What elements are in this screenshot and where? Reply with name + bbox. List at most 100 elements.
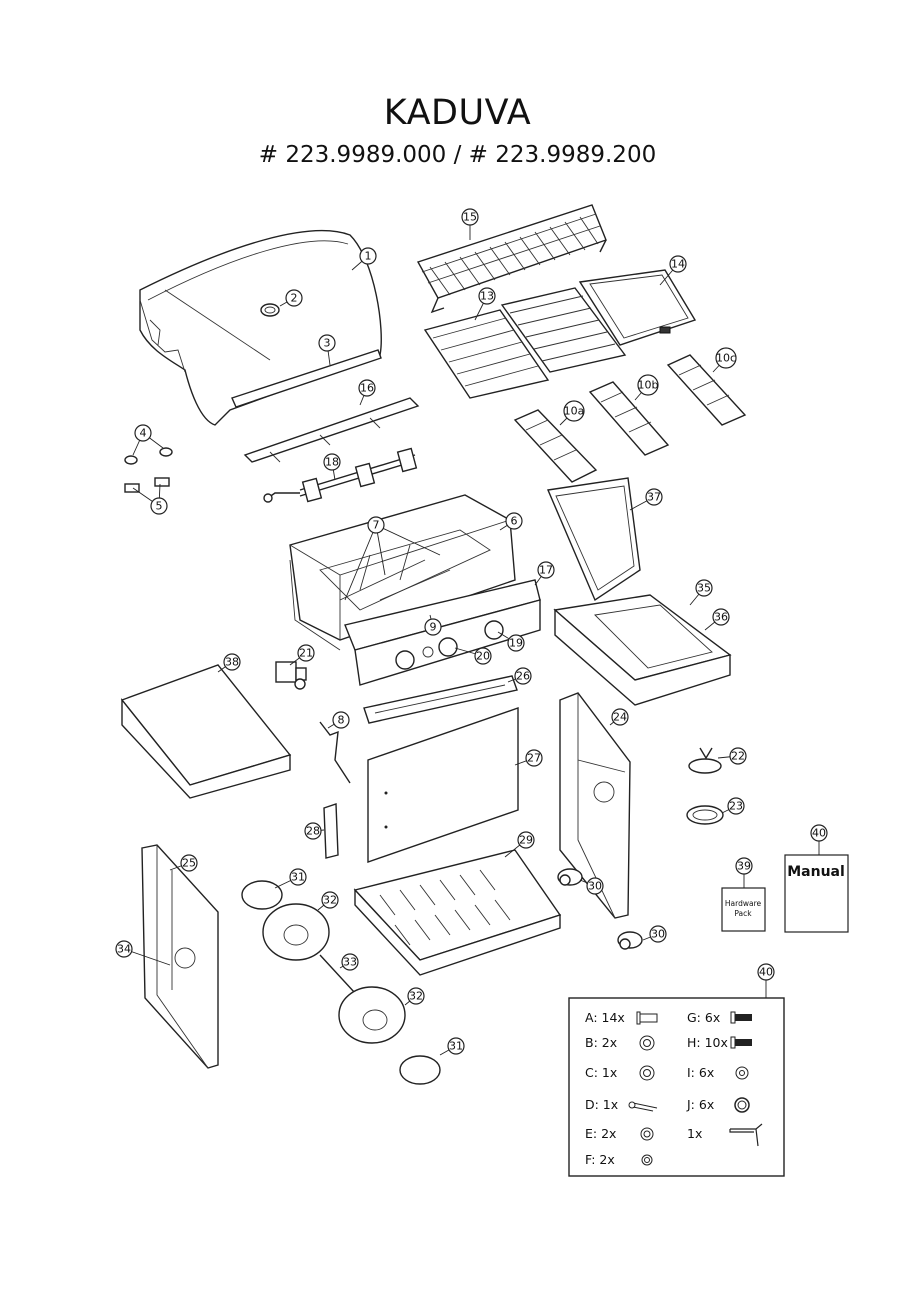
hardware-item-label: E: 2x bbox=[585, 1126, 616, 1141]
hardware-item: J: 6x bbox=[686, 1097, 750, 1113]
callout-40: 40 bbox=[810, 824, 828, 855]
part-cooking-grates bbox=[423, 287, 627, 399]
callout-label: 40 bbox=[759, 966, 773, 979]
callout-circle bbox=[223, 653, 241, 671]
callout-circle bbox=[115, 940, 133, 958]
part-flame-tamers bbox=[513, 354, 747, 483]
part-regulator bbox=[275, 661, 307, 690]
callout-label: 32 bbox=[323, 894, 337, 907]
callout-label: 6 bbox=[511, 515, 518, 528]
hardware-item: E: 2x bbox=[585, 1126, 654, 1141]
callout-39: 39 bbox=[735, 857, 753, 888]
callout-label: 22 bbox=[731, 750, 745, 763]
part-right-leg bbox=[559, 692, 631, 919]
part-lid bbox=[139, 229, 382, 426]
callout-circle bbox=[525, 749, 543, 767]
callout-label: 27 bbox=[527, 752, 541, 765]
callout-25: 25 bbox=[169, 854, 198, 872]
callout-circle bbox=[321, 891, 339, 909]
callout-circle bbox=[669, 255, 687, 273]
callout-circle bbox=[712, 608, 730, 626]
part-burner bbox=[263, 447, 418, 503]
callout-circle bbox=[757, 963, 775, 981]
callout-30: 30 bbox=[579, 877, 604, 895]
callout-40: 40 bbox=[757, 963, 775, 998]
callout-8: 8 bbox=[327, 711, 350, 729]
callout-38: 38 bbox=[217, 653, 241, 673]
callout-circle bbox=[134, 424, 152, 442]
callout-circle bbox=[332, 711, 350, 729]
callout-label: 40 bbox=[812, 827, 826, 840]
part-door bbox=[363, 675, 519, 863]
callout-label: 38 bbox=[225, 656, 239, 669]
callout-circle bbox=[645, 488, 663, 506]
part-side-shelf bbox=[120, 664, 292, 799]
callout-19: 19 bbox=[497, 631, 525, 652]
screw-icon bbox=[730, 1011, 752, 1024]
callout-label: 8 bbox=[338, 714, 345, 727]
callout-label: 16 bbox=[360, 382, 374, 395]
part-clips bbox=[686, 747, 724, 825]
callout-label: 37 bbox=[647, 491, 661, 504]
callout-circle bbox=[180, 854, 198, 872]
hardware-item-label: J: 6x bbox=[686, 1097, 714, 1112]
manual-box: Manual bbox=[784, 854, 849, 933]
washer-small-icon bbox=[735, 1066, 749, 1080]
callout-circle bbox=[507, 634, 525, 652]
hardware-item-label: B: 2x bbox=[585, 1035, 617, 1050]
part-handle bbox=[323, 803, 339, 859]
callout-label: 32 bbox=[409, 990, 423, 1003]
callout-circle bbox=[810, 824, 828, 842]
page-subtitle: # 223.9989.000 / # 223.9989.200 bbox=[258, 142, 657, 168]
callout-leader bbox=[375, 524, 441, 556]
callout-9: 9 bbox=[424, 614, 442, 636]
callout-circle bbox=[359, 247, 377, 265]
callout-21: 21 bbox=[289, 644, 315, 666]
callout-28: 28 bbox=[304, 822, 325, 840]
callout-circle bbox=[514, 667, 532, 685]
screw-long-icon bbox=[730, 1036, 752, 1049]
callout-label: 2 bbox=[291, 292, 298, 305]
callout-circle bbox=[289, 868, 307, 886]
callout-circle bbox=[367, 516, 385, 534]
callout-circle bbox=[341, 953, 359, 971]
callout-circle bbox=[729, 747, 747, 765]
callout-circle bbox=[358, 379, 376, 397]
callout-33: 33 bbox=[339, 953, 359, 971]
cotter-pin-icon bbox=[628, 1101, 658, 1112]
callout-17: 17 bbox=[534, 561, 555, 586]
callout-circle bbox=[649, 925, 667, 943]
hardware-pack-box: Hardware Pack bbox=[721, 887, 766, 932]
callout-34: 34 bbox=[115, 940, 171, 966]
callout-label: 10b bbox=[638, 379, 659, 392]
manual-label: Manual bbox=[787, 864, 845, 880]
callout-label: 17 bbox=[539, 564, 553, 577]
callout-label: 5 bbox=[156, 500, 163, 513]
callout-16: 16 bbox=[358, 379, 376, 406]
callout-circle bbox=[695, 579, 713, 597]
callout-circle bbox=[474, 647, 492, 665]
callout-13: 13 bbox=[474, 287, 496, 321]
callout-23: 23 bbox=[721, 797, 745, 815]
callout-35: 35 bbox=[689, 579, 713, 606]
callout-20: 20 bbox=[454, 647, 492, 665]
callout-29: 29 bbox=[504, 831, 535, 858]
callout-7: 7 bbox=[344, 516, 441, 601]
callout-22: 22 bbox=[717, 747, 747, 765]
callout-label: 3 bbox=[324, 337, 331, 350]
callout-32: 32 bbox=[404, 987, 425, 1006]
callout-circle bbox=[478, 287, 496, 305]
hardware-item-label: C: 1x bbox=[585, 1065, 617, 1080]
callout-circle bbox=[447, 1037, 465, 1055]
callout-circle bbox=[517, 831, 535, 849]
callout-27: 27 bbox=[514, 749, 543, 767]
callout-3: 3 bbox=[318, 334, 336, 366]
part-left-leg bbox=[141, 844, 219, 1069]
hardware-item-label: 1x bbox=[687, 1126, 702, 1141]
callout-31: 31 bbox=[439, 1037, 465, 1056]
callout-label: 35 bbox=[697, 582, 711, 595]
hardware-item-label: F: 2x bbox=[585, 1152, 615, 1167]
part-side-burner bbox=[547, 477, 732, 706]
part-bottom-shelf bbox=[353, 849, 562, 976]
